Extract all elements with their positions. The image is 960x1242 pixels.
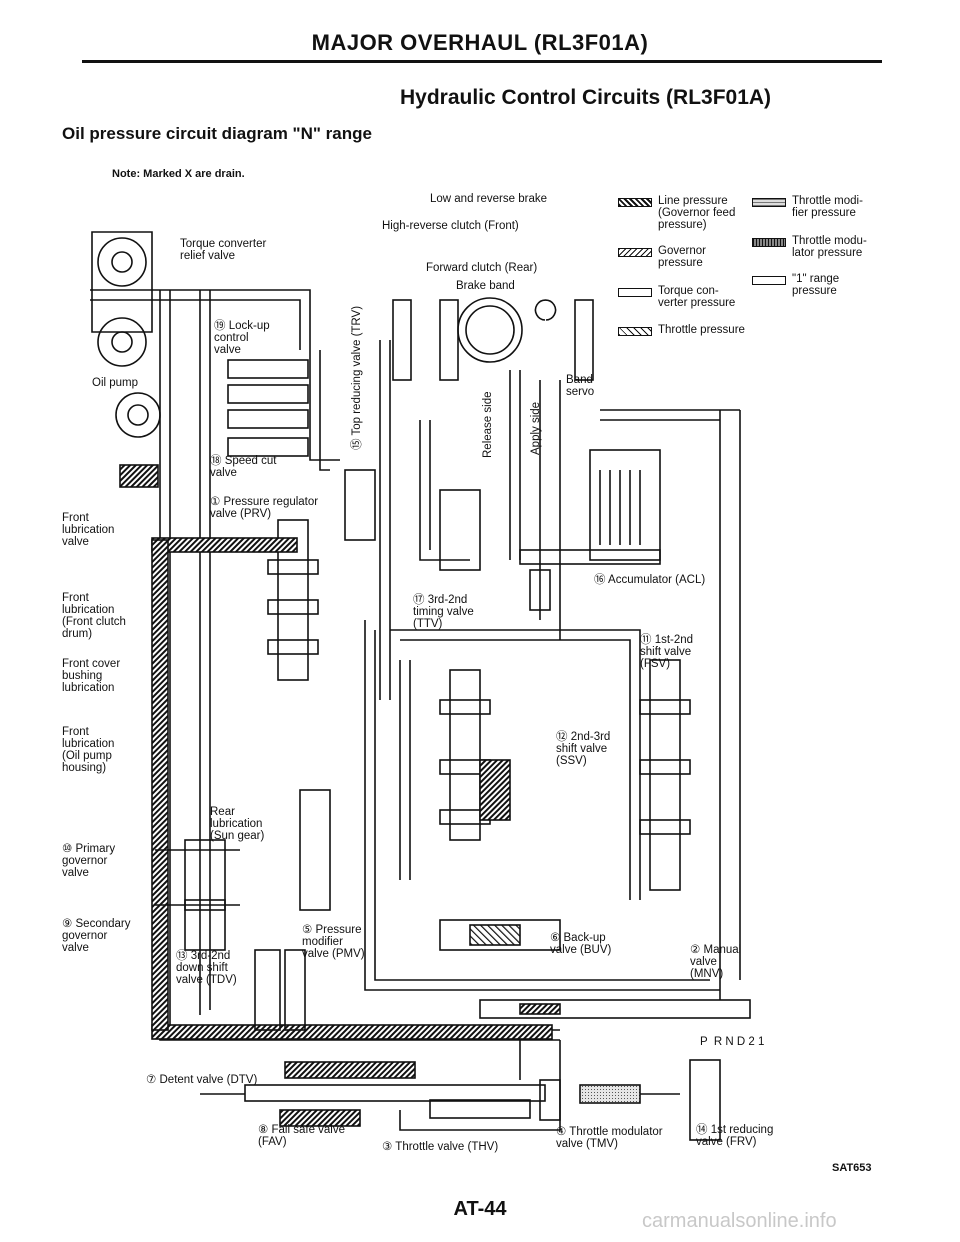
fail-safe-valve-label: ⑧ Fail safe valve (FAV) (258, 1124, 346, 1148)
manual-valve-label: ② Manual valve (MNV) (690, 944, 742, 980)
watermark: carmanualsonline.info (642, 1210, 837, 1232)
high-reverse-clutch-label: High-reverse clutch (Front) (382, 220, 519, 232)
detent-valve-label: ⑦ Detent valve (DTV) (146, 1074, 258, 1086)
release-side-label: Release side (482, 391, 494, 458)
low-reverse-brake-label: Low and reverse brake (430, 193, 547, 205)
primary-governor-label: ⑩ Primary governor valve (62, 843, 116, 879)
speed-cut-label: ⑱ Speed cut valve (210, 455, 277, 479)
first-reducing-valve-label: ⑭ 1st reducing valve (FRV) (696, 1124, 774, 1148)
backup-valve-label: ⑥ Back-up valve (BUV) (550, 932, 612, 956)
accumulator-label: ⑯ Accumulator (ACL) (594, 574, 706, 586)
legend-swatch-throttle-modifier (752, 198, 786, 207)
legend-throttle: Throttle pressure (658, 324, 745, 336)
legend-swatch-range1 (752, 276, 786, 285)
legend-range1: "1" range pressure (792, 273, 840, 297)
legend-governor: Governor pressure (658, 245, 706, 269)
legend-swatch-line (618, 198, 652, 207)
torque-converter-icon (91, 231, 153, 367)
secondary-governor-label: ⑨ Secondary governor valve (62, 918, 131, 954)
oil-pump-label: Oil pump (92, 377, 139, 389)
legend-torque: Torque con- verter pressure (658, 285, 736, 309)
torque-converter-relief-label: Torque converter relief valve (180, 238, 267, 262)
legend-throttle-modifier: Throttle modi- fier pressure (792, 195, 863, 219)
throttle-valve-label: ③ Throttle valve (THV) (382, 1141, 499, 1153)
legend-line-pressure: Line pressure (Governor feed pressure) (658, 195, 736, 231)
shift-valve-23-label: ⑫ 2nd-3rd shift valve (SSV) (556, 731, 611, 767)
front-cover-bushing-label: Front cover bushing lubrication (62, 658, 121, 694)
front-lubrication-clutch-label: Front lubrication (Front clutch drum) (62, 592, 126, 640)
page-header: MAJOR OVERHAUL (RL3F01A) (311, 30, 649, 55)
legend-throttle-modulator: Throttle modu- lator pressure (792, 235, 867, 259)
legend-swatch-torque (618, 288, 652, 297)
legend-swatch-governor (618, 248, 652, 257)
forward-clutch-label: Forward clutch (Rear) (426, 262, 538, 274)
page-number: AT-44 (453, 1198, 507, 1220)
brake-band-label: Brake band (456, 280, 515, 292)
apply-side-label: Apply side (530, 401, 542, 455)
band-servo-label: Band servo (566, 374, 595, 398)
timing-valve-label: ⑰ 3rd-2nd timing valve (TTV) (413, 594, 474, 630)
figure-code: SAT653 (832, 1162, 872, 1174)
shift-valve-12-label: ⑪ 1st-2nd shift valve (FSV) (640, 634, 694, 670)
front-lubrication-pump-label: Front lubrication (Oil pump housing) (62, 726, 115, 774)
section-title: Hydraulic Control Circuits (RL3F01A) (400, 86, 772, 109)
legend-swatch-throttle-modulator (752, 238, 786, 247)
rear-lubrication-label: Rear lubrication (Sun gear) (210, 806, 265, 842)
top-reducing-label: ⑮ Top reducing valve (TRV) (351, 305, 363, 450)
throttle-modulator-label: ④ Throttle modulator valve (TMV) (556, 1126, 663, 1150)
downshift-valve-label: ⑬ 3rd-2nd down shift valve (TDV) (176, 950, 237, 986)
header-rule (82, 60, 882, 63)
oil-pump-icon (115, 392, 161, 488)
diagram-subtitle: Oil pressure circuit diagram "N" range (62, 124, 372, 143)
pressure-modifier-label: ⑤ Pressure modifier valve (PMV) (302, 924, 365, 960)
legend-swatch-throttle (618, 327, 652, 336)
drain-note: Note: Marked X are drain. (112, 168, 245, 180)
lockup-control-label: ⑲ Lock-up control valve (214, 320, 270, 356)
pressure-regulator-label: ① Pressure regulator valve (PRV) (210, 496, 319, 520)
front-lubrication-valve-label: Front lubrication valve (62, 512, 115, 548)
manual-positions-label: P R N D 2 1 (700, 1036, 765, 1048)
